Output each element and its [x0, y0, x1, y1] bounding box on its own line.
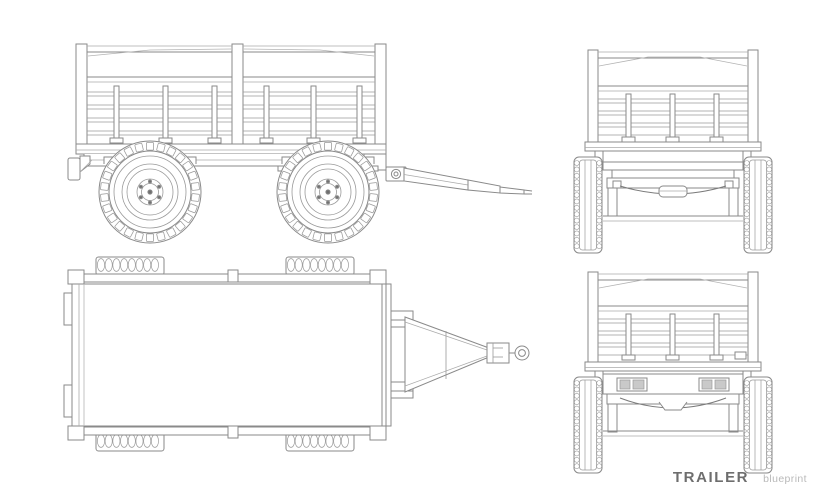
side-rack-right-panel — [243, 43, 387, 145]
side-wheel-front — [276, 140, 380, 244]
rear-view — [573, 271, 773, 474]
tail-light-left — [616, 377, 648, 392]
top-deck — [63, 269, 387, 441]
side-view — [67, 43, 533, 244]
side-rear-bumper — [67, 155, 93, 181]
top-view — [63, 256, 530, 452]
side-rack-posts — [109, 85, 222, 144]
front-view — [573, 49, 773, 254]
side-wheel-rear — [98, 140, 202, 244]
side-rack-rails — [87, 91, 232, 136]
title-block: TRAILER blueprint — [673, 469, 807, 486]
rear-axle-assembly — [573, 373, 773, 474]
front-axle-assembly — [573, 156, 773, 254]
drawing-title: TRAILER — [672, 469, 750, 486]
front-rack — [587, 49, 759, 143]
side-rack-left-panel — [75, 43, 244, 145]
rear-rack — [587, 271, 759, 363]
side-drawbar — [385, 166, 533, 195]
top-a-frame-hitch — [385, 283, 530, 427]
tail-light-right — [698, 377, 730, 392]
drawing-subtitle: blueprint — [763, 473, 807, 485]
